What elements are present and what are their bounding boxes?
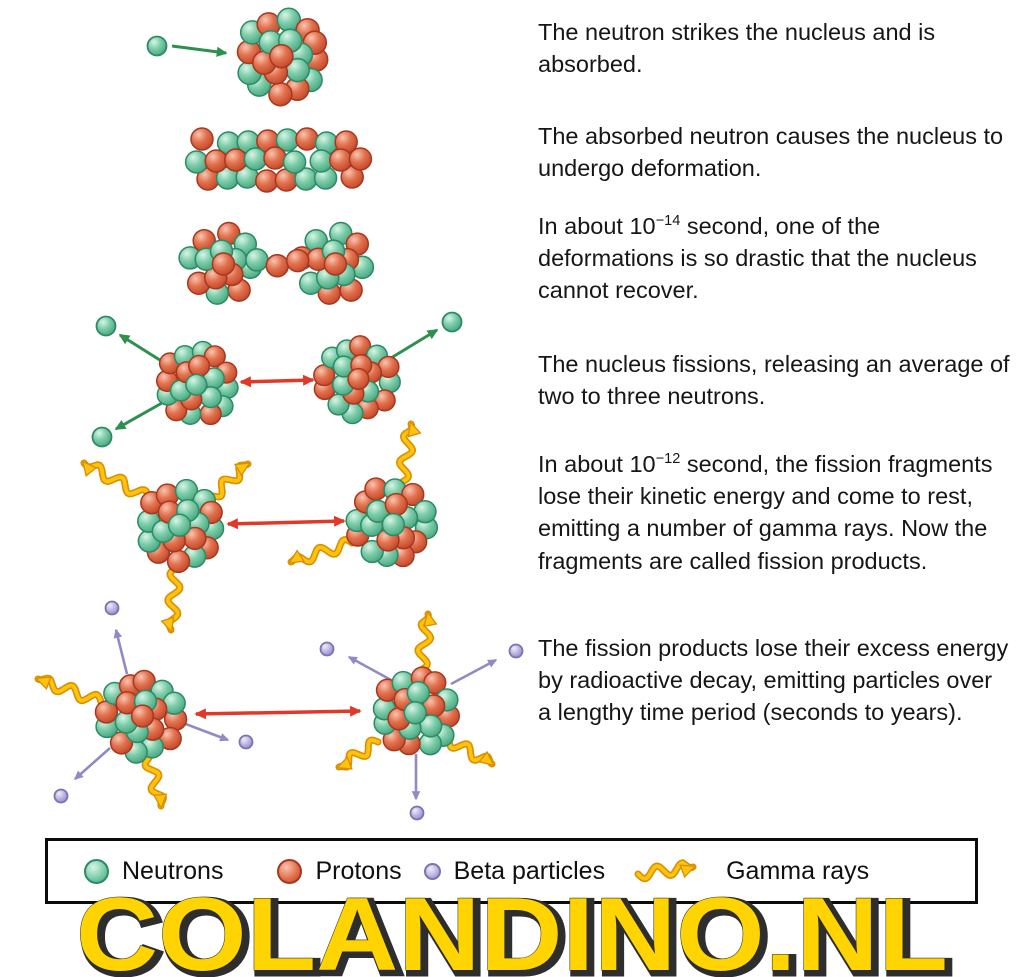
step-text-6: The fission products lose their excess e… — [538, 632, 1010, 729]
gamma-ray-icon — [634, 859, 697, 883]
legend-item-neutrons: Neutrons — [84, 857, 223, 886]
stage-6-radioactive-decay — [34, 600, 524, 821]
proton-icon — [277, 858, 303, 884]
step-text-2: The absorbed neutron causes the nucleus … — [538, 120, 1010, 184]
watermark-text: COLANDINO.NL — [76, 877, 948, 977]
legend-label-gamma-rays: Gamma rays — [726, 856, 870, 885]
legend-item-beta-particles: Beta particles — [423, 856, 606, 886]
watermark-shadow-text: COLANDINO.NL — [80, 880, 952, 977]
stage-4-fission — [91, 311, 463, 448]
step-text-2-body: The absorbed neutron causes the nucleus … — [538, 123, 1004, 182]
step-text-1-body: The neutron strikes the nucleus and is a… — [538, 19, 936, 78]
legend-label-protons: Protons — [315, 856, 402, 885]
step-text-5-exponent: −12 — [655, 451, 681, 468]
legend: Neutrons Protons Beta particles Gamma ra… — [45, 838, 978, 904]
legend-label-neutrons: Neutrons — [122, 856, 224, 885]
step-text-3: In about 10−14 second, one of the deform… — [538, 210, 1010, 307]
step-text-4-body: The nucleus fissions, releasing an avera… — [538, 351, 1010, 410]
stage-2-deformed-nucleus — [184, 127, 373, 193]
step-text-3-pre: In about 10 — [538, 213, 656, 239]
beta-particle-icon — [423, 862, 441, 880]
step-text-3-post: second, one of the deformations is so dr… — [538, 213, 977, 304]
stage-5-gamma-emission — [80, 420, 439, 634]
stage-1-neutron-absorbed — [146, 7, 329, 107]
fission-illustration — [34, 7, 524, 821]
step-text-5-post: second, the fission fragments lose their… — [538, 451, 993, 574]
step-text-6-body: The fission products lose their excess e… — [538, 635, 1009, 726]
step-text-5-pre: In about 10 — [538, 451, 656, 477]
legend-item-gamma-rays: Gamma rays — [633, 857, 869, 886]
legend-label-beta-particles: Beta particles — [453, 856, 606, 885]
neutron-icon — [84, 858, 109, 884]
step-text-1: The neutron strikes the nucleus and is a… — [538, 16, 1010, 80]
stage-3-dumbbell-nucleus — [178, 221, 375, 305]
step-text-4: The nucleus fissions, releasing an avera… — [538, 348, 1010, 412]
step-text-3-exponent: −14 — [655, 213, 681, 230]
watermark: COLANDINO.NL COLANDINO.NL — [76, 877, 956, 977]
step-text-5: In about 10−12 second, the fission fragm… — [538, 448, 1010, 577]
legend-item-protons: Protons — [277, 856, 402, 886]
